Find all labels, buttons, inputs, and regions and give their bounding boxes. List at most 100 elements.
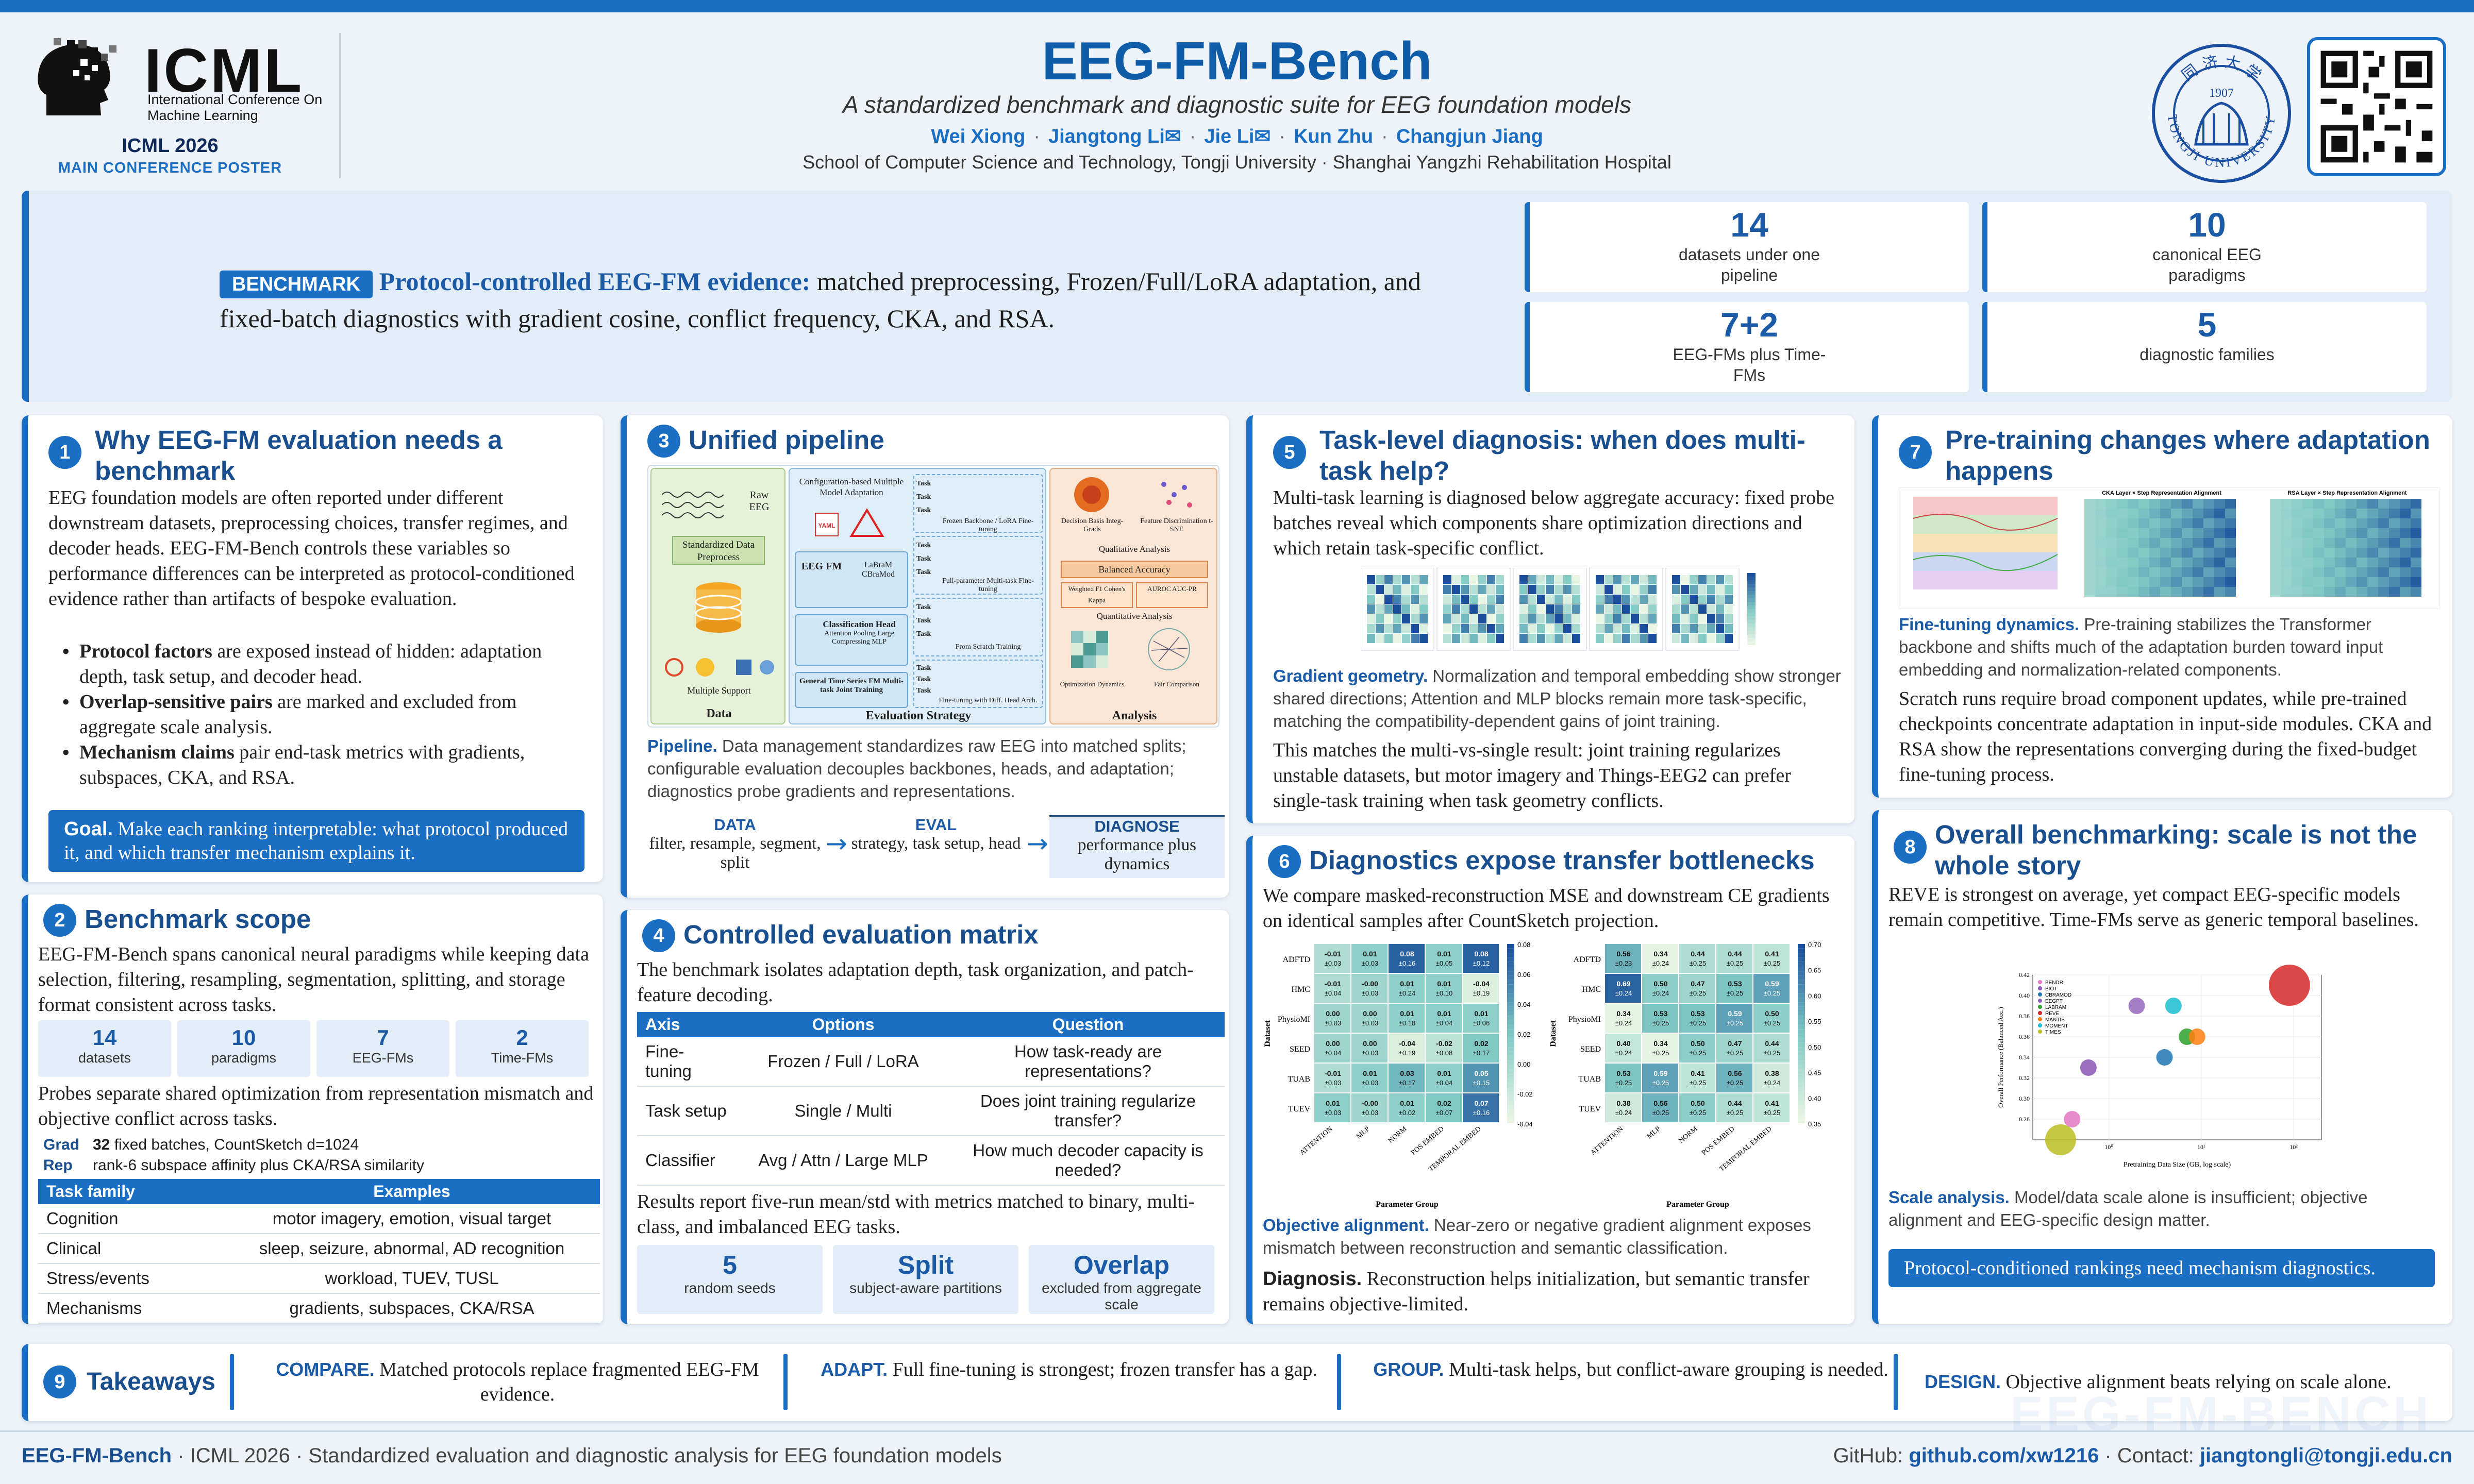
heatmap-cell-value: 0.56 — [1653, 1099, 1667, 1107]
colorbar-tick: 0.60 — [1808, 992, 1821, 1000]
heatmap-cell — [1605, 1034, 1641, 1063]
colorbar-segment — [1507, 1105, 1514, 1110]
colorbar-segment — [1798, 1011, 1805, 1016]
contact-email-link[interactable]: jiangtongli@tongji.edu.cn — [2199, 1444, 2452, 1467]
heatmap-cell-value: 0.38 — [1616, 1099, 1630, 1107]
alignment-cell — [2214, 587, 2225, 597]
probe-text: Probes separate shared optimization from… — [38, 1083, 594, 1129]
heatmap-cell-std: ±0.25 — [1727, 959, 1743, 967]
alignment-cell — [2313, 567, 2324, 577]
heatmap-row-label: ADFTD — [1574, 955, 1601, 964]
alignment-cell — [2149, 518, 2160, 528]
alignment-cell — [2281, 548, 2292, 558]
alignment-cell — [2270, 528, 2281, 538]
alignment-cell — [2203, 567, 2214, 577]
gradient-heatmap-thumbnail — [1589, 568, 1663, 651]
x-tick-label: 10² — [2289, 1143, 2298, 1151]
alignment-cell — [2356, 587, 2367, 597]
auroc-box: AUROC AUC-PR — [1136, 582, 1208, 608]
alignment-cell — [2281, 587, 2292, 597]
alignment-cell — [2193, 577, 2203, 587]
heatmap-cell-std: ±0.07 — [1436, 1109, 1452, 1117]
heatmap-cell — [1463, 944, 1499, 973]
alignment-cell — [2214, 548, 2225, 558]
eeg-waves-icon — [662, 492, 724, 518]
colorbar-segment — [1507, 1101, 1514, 1106]
legend-marker — [2038, 986, 2042, 990]
colorbar-tick: -0.02 — [1517, 1090, 1533, 1098]
scatter-point — [2128, 998, 2145, 1014]
qr-code[interactable] — [2307, 37, 2446, 176]
heatmap-cell-value: 0.01 — [1437, 1009, 1451, 1018]
heatmap-cell — [1753, 1064, 1790, 1092]
alignment-cell — [2149, 558, 2160, 567]
eeg-fm-box: EEG FM LaBraM CBraMod — [795, 551, 908, 608]
subspace-affinity-heatmap: ADFTD0.56±0.230.34±0.240.44±0.250.44±0.2… — [1549, 941, 1821, 1209]
colorbar-segment — [1798, 1024, 1805, 1030]
heatmap-cell — [1753, 974, 1790, 1003]
alignment-cell — [2214, 538, 2225, 548]
takeaways-bar: 9 Takeaways COMPARE. Matched protocols r… — [22, 1344, 2452, 1421]
colorbar-segment — [1798, 944, 1805, 949]
panel-transfer-bottlenecks: 6 Diagnostics expose transfer bottleneck… — [1246, 836, 1854, 1324]
banner-text: BENCHMARK Protocol-controlled EEG-FM evi… — [220, 263, 1431, 337]
qr-code-icon — [2320, 50, 2433, 163]
heatmap-cell-std: ±0.12 — [1473, 959, 1490, 967]
alignment-cell — [2346, 567, 2356, 577]
colorbar-segment — [1798, 980, 1805, 985]
alignment-cell — [2302, 567, 2313, 577]
colorbar-tick: 0.06 — [1517, 971, 1530, 979]
section-number: 9 — [43, 1365, 76, 1398]
support-icons — [665, 658, 774, 677]
heatmap-cell-std: ±0.25 — [1727, 1019, 1743, 1027]
alignment-cell — [2400, 518, 2411, 528]
alignment-cell — [2356, 509, 2367, 518]
heatmap-row-label: PhysioMI — [1568, 1015, 1601, 1024]
heatmap-cell — [1679, 944, 1715, 973]
alignment-cell — [2270, 538, 2281, 548]
x-tick-label: 10¹ — [2197, 1143, 2205, 1151]
y-tick-label: 0.28 — [2019, 1116, 2030, 1123]
author: Changjun Jiang — [1396, 126, 1543, 147]
alignment-cell — [2203, 518, 2214, 528]
alignment-cell — [2225, 518, 2236, 528]
heatmap-cell-std: ±0.25 — [1727, 1079, 1743, 1087]
colorbar-tick: 0.50 — [1808, 1043, 1821, 1051]
alignment-cell — [2281, 509, 2292, 518]
heatmap-cell-value: 0.44 — [1728, 950, 1742, 958]
github-link[interactable]: github.com/xw1216 — [1909, 1444, 2099, 1467]
heatmap-cell-std: ±0.25 — [1690, 1079, 1706, 1087]
alignment-cell — [2225, 558, 2236, 567]
alignment-cell — [2193, 538, 2203, 548]
colorbar-tick: 0.08 — [1517, 941, 1530, 949]
alignment-cell — [2117, 577, 2128, 587]
section-title: Overall benchmarking: scale is not the w… — [1935, 820, 2417, 880]
takeaway-item: GROUP. Multi-task helps, but conflict-aw… — [1373, 1359, 1888, 1380]
colorbar-segment — [1507, 980, 1514, 985]
alignment-cell — [2335, 528, 2346, 538]
colorbar-segment — [1798, 953, 1805, 958]
alignment-cell — [2346, 558, 2356, 567]
alignment-cell — [2346, 587, 2356, 597]
legend-marker — [2038, 999, 2042, 1003]
heatmap-cell — [1426, 1004, 1462, 1033]
alignment-cell — [2346, 499, 2356, 509]
alignment-cell — [2095, 518, 2106, 528]
alignment-cell — [2378, 518, 2389, 528]
colorbar-segment — [1507, 953, 1514, 958]
analysis-column: Decision Basis Integ-Grads Feature Discr… — [1049, 468, 1217, 724]
alignment-cell — [2389, 509, 2400, 518]
colorbar-segment — [1798, 1069, 1805, 1074]
section-title: Diagnostics expose transfer bottlenecks — [1309, 846, 1815, 875]
colorbar-segment — [1507, 989, 1514, 993]
decision-basis: Decision Basis Integ-Grads — [1061, 517, 1124, 533]
goal-callout: Goal. Make each ranking interpretable: w… — [48, 810, 584, 872]
alignment-cell — [2225, 528, 2236, 538]
colorbar-segment — [1507, 1074, 1514, 1078]
heatmap-cell-value: 0.53 — [1728, 980, 1742, 988]
alignment-cell — [2106, 577, 2117, 587]
alignment-cell — [2149, 528, 2160, 538]
